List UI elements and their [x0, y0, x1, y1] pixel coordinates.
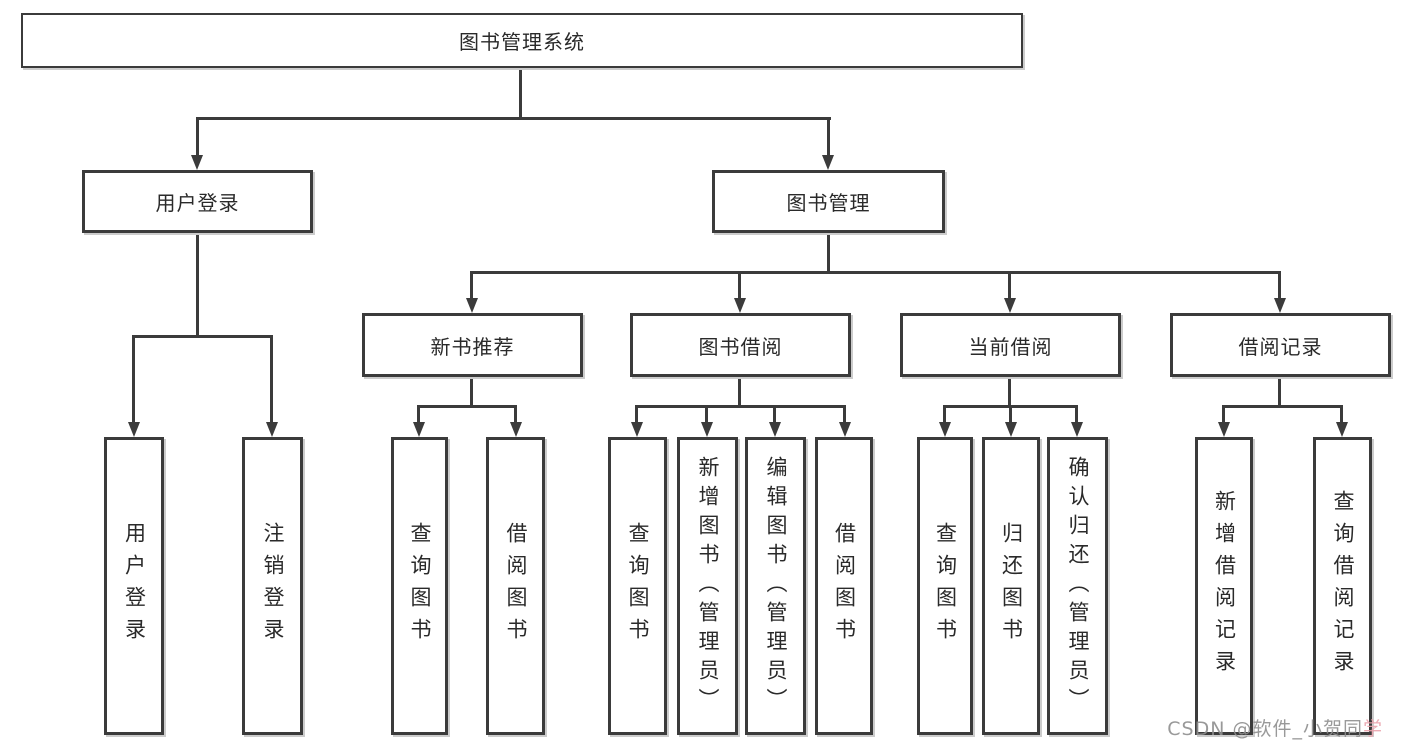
- node-new-book-recommend: 新书推荐: [362, 313, 583, 377]
- arrowhead-icon: [631, 422, 643, 437]
- arrowhead-icon: [466, 298, 478, 313]
- node-borrowing-records-label: 借阅记录: [1238, 334, 1323, 359]
- connector-line: [470, 271, 1281, 274]
- connector-line: [417, 405, 517, 408]
- connector-line: [1009, 405, 1012, 423]
- leaf-confirm-return-admin: 确认归还（管理员）: [1047, 437, 1108, 735]
- leaf-borrow-books-recommend: 借阅图书: [486, 437, 545, 735]
- arrowhead-icon: [822, 155, 834, 170]
- connector-line: [1278, 377, 1281, 406]
- arrowhead-icon: [1004, 298, 1016, 313]
- node-book-management-label: 图书管理: [786, 191, 871, 215]
- leaf-add-borrow-record: 新增借阅记录: [1195, 437, 1253, 735]
- connector-line: [519, 68, 522, 118]
- leaf-confirm-return-admin-label: 确认归还（管理员）: [1066, 455, 1090, 717]
- leaf-user-login: 用户登录: [104, 437, 164, 735]
- node-borrowing-records: 借阅记录: [1170, 313, 1391, 377]
- connector-line: [1340, 405, 1343, 423]
- node-user-login: 用户登录: [82, 170, 313, 233]
- leaf-query-books-current-label: 查询图书: [933, 522, 958, 650]
- connector-line: [196, 233, 199, 336]
- connector-line: [1008, 271, 1011, 299]
- leaf-query-books-borrowing: 查询图书: [608, 437, 667, 735]
- leaf-query-borrow-record: 查询借阅记录: [1313, 437, 1372, 735]
- node-user-login-label: 用户登录: [155, 191, 240, 215]
- arrowhead-icon: [413, 422, 425, 437]
- connector-line: [1222, 405, 1343, 408]
- node-book-borrowing-label: 图书借阅: [698, 334, 783, 359]
- arrowhead-icon: [266, 422, 278, 437]
- arrowhead-icon: [1071, 422, 1083, 437]
- leaf-user-login-label: 用户登录: [122, 522, 147, 650]
- node-new-book-recommend-label: 新书推荐: [430, 334, 515, 359]
- arrowhead-icon: [839, 422, 851, 437]
- leaf-query-books-current: 查询图书: [917, 437, 973, 735]
- leaf-edit-books-admin-label: 编辑图书（管理员）: [764, 455, 788, 717]
- arrowhead-icon: [1005, 422, 1017, 437]
- connector-line: [738, 271, 741, 299]
- node-current-borrowing-label: 当前借阅: [968, 334, 1053, 359]
- arrowhead-icon: [769, 422, 781, 437]
- node-current-borrowing: 当前借阅: [900, 313, 1121, 377]
- connector-line: [470, 271, 473, 299]
- connector-line: [943, 405, 946, 423]
- arrowhead-icon: [1336, 422, 1348, 437]
- connector-line: [635, 405, 638, 423]
- leaf-add-books-admin: 新增图书（管理员）: [677, 437, 738, 735]
- connector-line: [1278, 271, 1281, 299]
- arrowhead-icon: [191, 155, 203, 170]
- connector-line: [1222, 405, 1225, 423]
- connector-line: [1008, 377, 1011, 406]
- leaf-query-borrow-record-label: 查询借阅记录: [1331, 490, 1355, 682]
- arrowhead-icon: [701, 422, 713, 437]
- arrowhead-icon: [128, 422, 140, 437]
- connector-line: [843, 405, 846, 423]
- leaf-query-books-recommend: 查询图书: [391, 437, 448, 735]
- leaf-query-books-recommend-label: 查询图书: [408, 522, 432, 650]
- node-book-borrowing: 图书借阅: [630, 313, 851, 377]
- leaf-return-books-label: 归还图书: [999, 522, 1024, 650]
- arrowhead-icon: [1218, 422, 1230, 437]
- leaf-add-borrow-record-label: 新增借阅记录: [1212, 490, 1237, 682]
- connector-line: [132, 335, 273, 338]
- arrowhead-icon: [1274, 298, 1286, 313]
- leaf-edit-books-admin: 编辑图书（管理员）: [745, 437, 806, 735]
- connector-line: [270, 335, 273, 423]
- node-book-management: 图书管理: [712, 170, 945, 233]
- connector-line: [635, 405, 846, 408]
- leaf-borrow-books-recommend-label: 借阅图书: [504, 522, 528, 650]
- leaf-logout-label: 注销登录: [261, 522, 285, 650]
- connector-line: [196, 117, 831, 120]
- arrowhead-icon: [510, 422, 522, 437]
- connector-line: [196, 117, 199, 157]
- connector-line: [417, 405, 420, 423]
- connector-line: [705, 405, 708, 423]
- arrowhead-icon: [734, 298, 746, 313]
- connector-line: [1075, 405, 1078, 423]
- connector-line: [470, 377, 473, 406]
- connector-line: [514, 405, 517, 423]
- csdn-watermark-accent: 学: [1362, 718, 1383, 740]
- connector-line: [827, 117, 830, 157]
- connector-line: [738, 377, 741, 406]
- leaf-query-books-borrowing-label: 查询图书: [626, 522, 650, 650]
- connector-line: [827, 233, 830, 272]
- csdn-watermark-text: CSDN @软件_小贺同: [1167, 718, 1363, 740]
- node-library-system-label: 图书管理系统: [459, 30, 585, 54]
- leaf-add-books-admin-label: 新增图书（管理员）: [696, 455, 720, 717]
- csdn-watermark: CSDN @软件_小贺同学: [1167, 714, 1383, 741]
- leaf-logout: 注销登录: [242, 437, 303, 735]
- connector-line: [132, 335, 135, 423]
- leaf-return-books: 归还图书: [982, 437, 1040, 735]
- leaf-borrow-books-borrowing: 借阅图书: [815, 437, 873, 735]
- connector-line: [773, 405, 776, 423]
- arrowhead-icon: [939, 422, 951, 437]
- leaf-borrow-books-borrowing-label: 借阅图书: [832, 522, 857, 650]
- node-library-system: 图书管理系统: [21, 13, 1023, 68]
